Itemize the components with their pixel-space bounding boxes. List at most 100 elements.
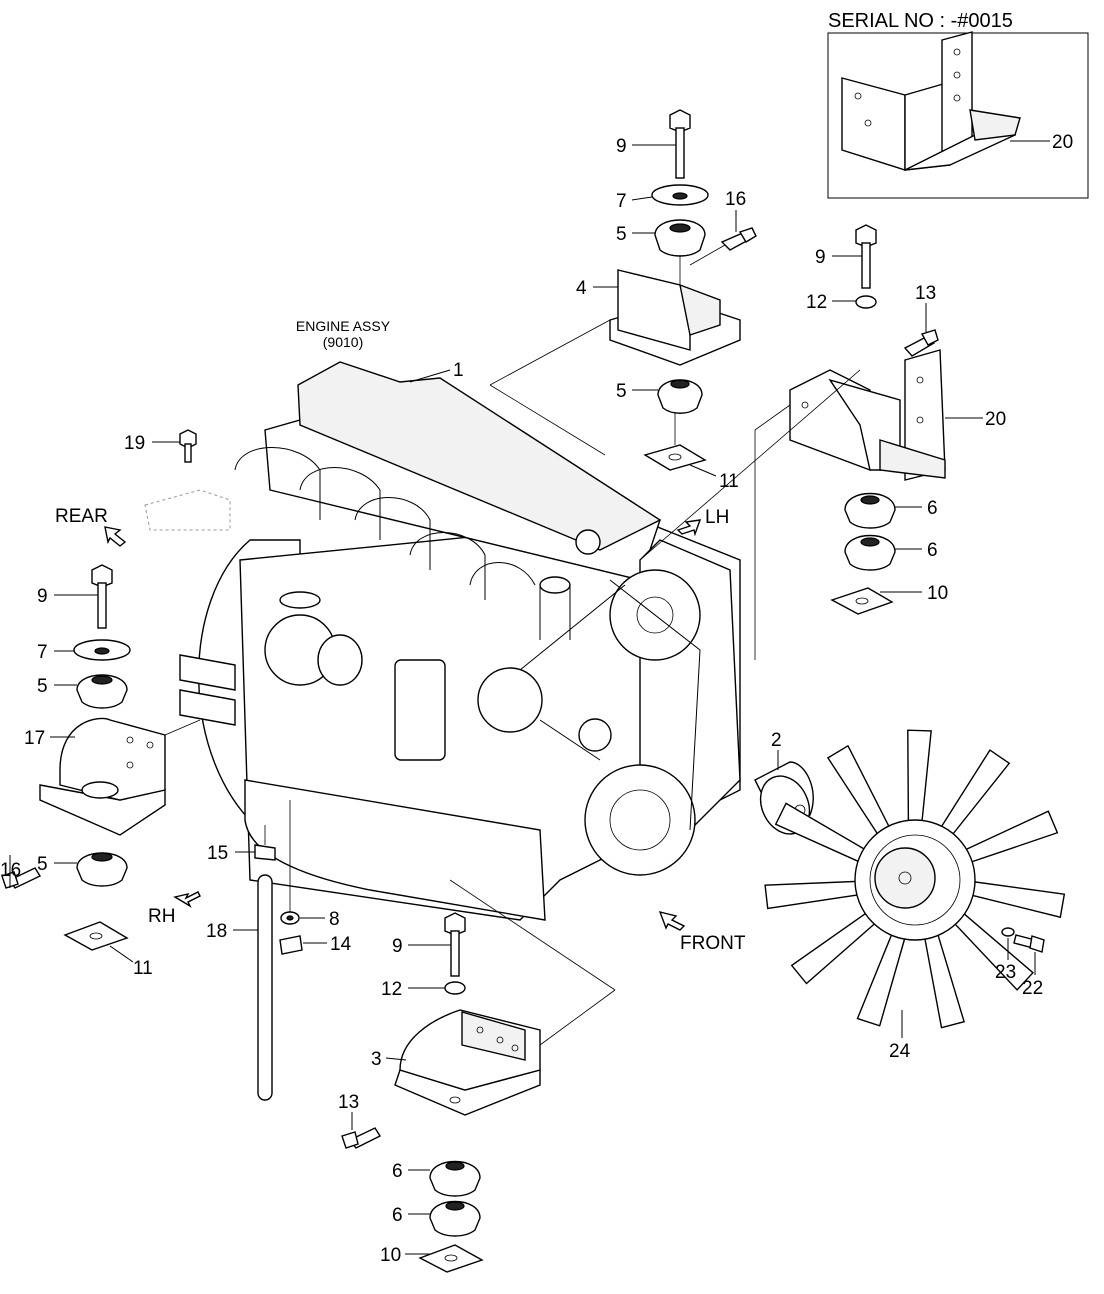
bolt-13-bottom — [341, 1127, 382, 1149]
valve-cover — [297, 361, 662, 551]
part-19-bolt — [179, 429, 197, 463]
fan-blade — [826, 744, 892, 839]
callout-18: 18 — [206, 921, 227, 942]
callout-6-bottom-a: 6 — [392, 1161, 403, 1182]
oil-pan — [244, 779, 546, 921]
rubber-mount-5-left-lower — [76, 852, 128, 887]
fan-blade — [951, 909, 1034, 991]
callout-14: 14 — [330, 934, 352, 955]
left-mount-stack — [1, 564, 166, 951]
rubber-mount-5-top — [654, 219, 706, 257]
washer-12-right — [855, 295, 877, 309]
callout-6-right-b: 6 — [927, 540, 938, 561]
callouts: 1 2 3 4 5 5 5 5 6 6 6 6 7 7 8 9 9 9 — [0, 136, 1043, 1266]
bolt-9-bottom — [444, 912, 466, 977]
direction-indicators: REAR LH RH FRONT — [55, 506, 746, 954]
bolt-9-left — [91, 564, 113, 629]
rubber-mount-5-left — [76, 674, 128, 709]
callout-12-right: 12 — [806, 292, 827, 313]
clamp-15 — [254, 844, 276, 861]
callout-9-left: 9 — [37, 586, 48, 607]
callout-16-top: 16 — [725, 189, 746, 210]
plate-11-top — [643, 444, 707, 471]
callout-10-bottom: 10 — [380, 1245, 401, 1266]
bracket-17 — [39, 717, 166, 836]
rear-arrow-icon — [104, 526, 127, 547]
rubber-mount-6-bottom-b — [429, 1200, 481, 1237]
engine-assy-code: (9010) — [323, 334, 363, 350]
callout-12-bottom: 12 — [381, 979, 402, 1000]
callout-5-left: 5 — [37, 676, 48, 697]
fan-blade — [790, 909, 880, 985]
fan-blade — [764, 880, 863, 910]
rubber-mount-6-right-b — [844, 534, 896, 571]
bottom-mount-stack — [341, 912, 541, 1273]
dipstick-tube-18 — [257, 874, 273, 1101]
fan-blade — [938, 749, 1011, 839]
direction-front: FRONT — [680, 933, 746, 954]
front-arrow-icon — [658, 910, 686, 931]
callout-2: 2 — [771, 730, 782, 751]
rubber-mount-6-right-a — [844, 492, 896, 529]
callout-8: 8 — [329, 909, 340, 930]
alternator — [477, 667, 543, 733]
part-19-ghost — [144, 489, 231, 531]
fan-blade — [961, 810, 1059, 865]
rubber-mount-5-lower — [657, 379, 703, 414]
callout-23: 23 — [995, 962, 1016, 983]
callout-5-left-lower: 5 — [37, 854, 48, 875]
bolt-13-right — [903, 329, 939, 357]
callout-1: 1 — [453, 360, 464, 381]
fan-blades — [764, 729, 1066, 1029]
callout-17: 17 — [24, 728, 45, 749]
bracket-20-inset-part — [841, 31, 1021, 171]
direction-rear: REAR — [55, 506, 108, 527]
bolt-9-right — [855, 224, 877, 289]
bracket-20 — [789, 349, 946, 481]
crank-pulley — [584, 764, 696, 876]
dipstick-group — [254, 825, 303, 1101]
callout-22: 22 — [1022, 978, 1043, 999]
callout-15: 15 — [207, 843, 228, 864]
rh-arrow-icon — [173, 891, 201, 908]
serial-inset: SERIAL NO : -#0015 20 — [827, 10, 1089, 199]
callout-5-top: 5 — [616, 224, 627, 245]
bracket-4 — [609, 269, 741, 366]
engine-assy-name: ENGINE ASSY — [296, 318, 391, 334]
oil-filter — [394, 659, 446, 761]
callout-3: 3 — [371, 1049, 382, 1070]
lh-arrow-icon — [676, 519, 702, 537]
serial-inset-frame — [827, 32, 1089, 199]
engine-assembly — [179, 361, 741, 921]
washer-12-bottom — [444, 981, 466, 995]
callout-11-left: 11 — [133, 958, 153, 979]
fan-blade — [907, 729, 932, 827]
top-mount-stack — [609, 109, 757, 471]
cooling-fan-24 — [764, 729, 1066, 1029]
engine-assy-label: ENGINE ASSY (9010) — [296, 318, 391, 350]
bolt-9-top — [669, 109, 691, 179]
plate-10-right — [830, 587, 894, 615]
plate-11-left — [63, 921, 129, 951]
callout-24: 24 — [889, 1041, 911, 1062]
callout-16-left: 16 — [0, 860, 21, 881]
callout-20-main: 20 — [985, 409, 1006, 430]
guide-lines — [164, 319, 861, 1046]
direction-rh: RH — [148, 906, 175, 927]
fan-blade — [967, 880, 1066, 919]
callout-13-right: 13 — [915, 283, 936, 304]
oil-filler-cap — [575, 529, 601, 555]
serial-number-label: SERIAL NO : -#0015 — [828, 10, 1013, 32]
bracket-3 — [394, 1009, 541, 1116]
connector-14 — [279, 935, 303, 955]
idler-pulley — [578, 718, 612, 752]
callout-9-bottom: 9 — [392, 936, 403, 957]
callout-7-left: 7 — [37, 642, 48, 663]
bolt-22 — [1013, 934, 1045, 953]
direction-lh: LH — [705, 507, 729, 528]
callout-9-right: 9 — [815, 247, 826, 268]
fan-blade — [923, 929, 965, 1029]
plate-10-bottom — [418, 1244, 484, 1273]
callout-13-bottom: 13 — [338, 1092, 359, 1113]
